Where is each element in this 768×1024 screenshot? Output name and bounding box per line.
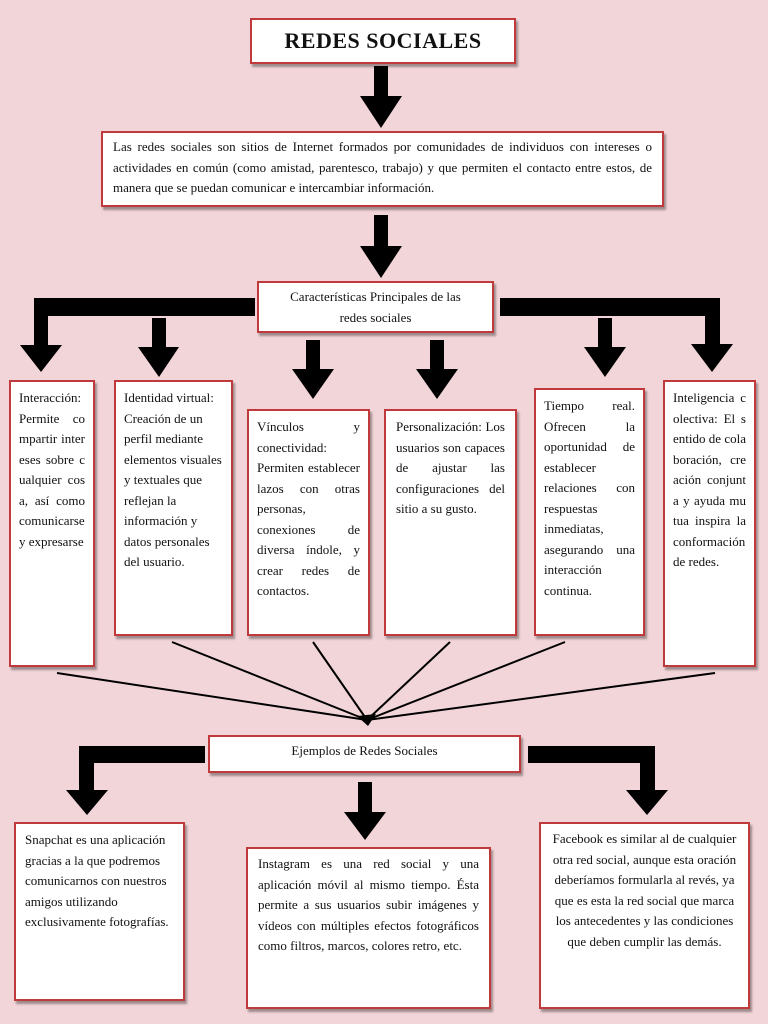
examples-header: Ejemplos de Redes Sociales	[208, 735, 521, 773]
down-arrow-icon	[360, 215, 402, 278]
example-facebook: Facebook es similar al de cualquier otra…	[539, 822, 750, 1009]
down-arrow-icon	[416, 340, 458, 399]
characteristic-personalizacion: Personalización: Los usuarios son capace…	[384, 409, 517, 636]
down-arrow-icon	[344, 782, 386, 840]
converge-point-icon	[357, 714, 376, 726]
down-arrow-icon	[138, 318, 179, 377]
example-instagram: Instagram es una red social y una aplica…	[246, 847, 491, 1009]
arrow-group	[20, 66, 733, 840]
elbow-arrow-icon	[500, 298, 733, 372]
characteristics-header: Características Principales de las redes…	[257, 281, 494, 333]
characteristic-interaccion: Interacción: Permite compartir intereses…	[9, 380, 95, 667]
elbow-arrow-icon	[66, 746, 205, 815]
example-snapchat: Snapchat es una aplicación gracias a la …	[14, 822, 185, 1001]
converging-lines	[56, 641, 716, 721]
characteristic-inteligencia: Inteligencia colectiva: El sentido de co…	[663, 380, 756, 667]
page-title: REDES SOCIALES	[250, 18, 516, 64]
definition-box: Las redes sociales son sitios de Interne…	[101, 131, 664, 207]
elbow-arrow-icon	[20, 298, 255, 372]
down-arrow-icon	[360, 66, 402, 128]
elbow-arrow-icon	[528, 746, 668, 815]
characteristic-identidad: Identidad virtual: Creación de un perfil…	[114, 380, 233, 636]
down-arrow-icon	[584, 318, 626, 377]
characteristic-tiempo-real: Tiempo real. Ofrecen la oportunidad de e…	[534, 388, 645, 636]
down-arrow-icon	[292, 340, 334, 399]
characteristic-vinculos: Vínculos y conectividad: Permiten establ…	[247, 409, 370, 636]
